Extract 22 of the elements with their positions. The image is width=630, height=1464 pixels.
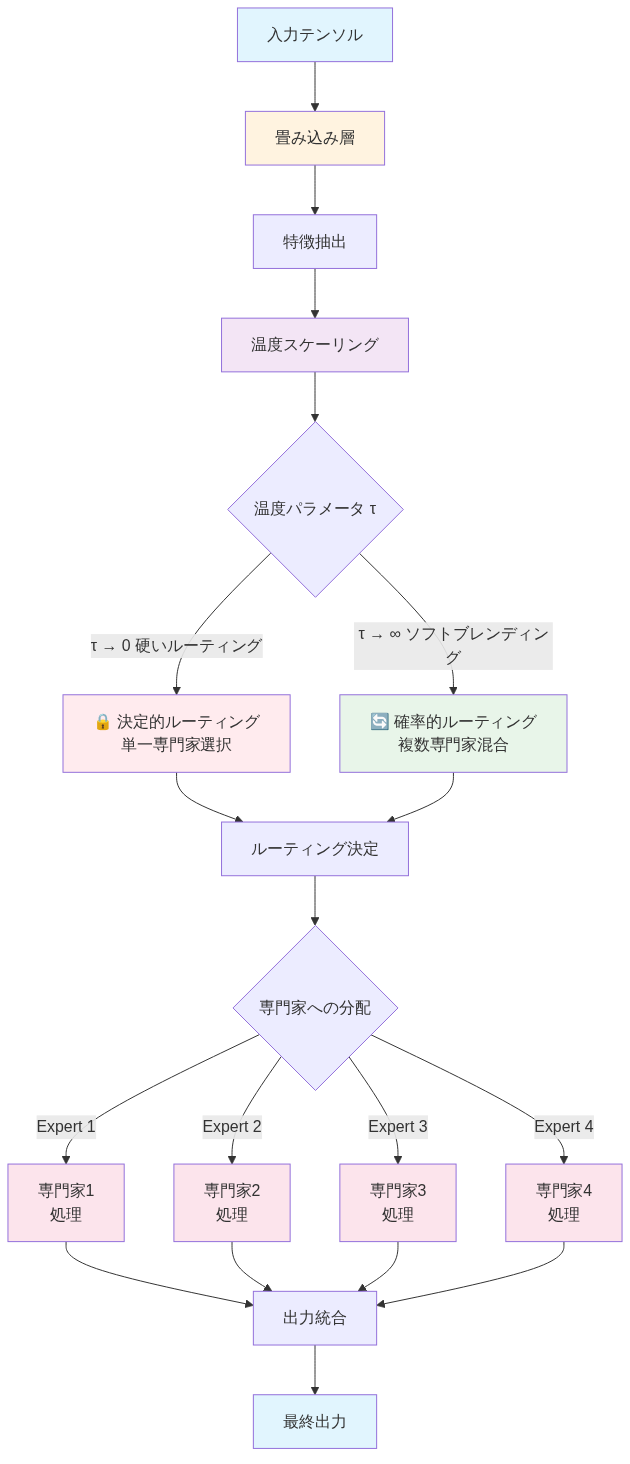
node-box: 特徴抽出 bbox=[252, 214, 378, 269]
node-box: 専門家3 処理 bbox=[339, 1163, 457, 1243]
edge-label: Expert 1 bbox=[36, 1118, 96, 1136]
node-box: 出力統合 bbox=[252, 1290, 378, 1346]
arrow bbox=[231, 1241, 273, 1292]
node-box: 専門家2 処理 bbox=[173, 1163, 291, 1243]
node-box: 専門家4 処理 bbox=[505, 1163, 623, 1243]
node-box: 🔄 確率的ルーティング 複数専門家混合 bbox=[339, 694, 568, 773]
node-box: 専門家1 処理 bbox=[7, 1163, 125, 1243]
edge-label: Expert 2 bbox=[202, 1118, 262, 1136]
edge-label: τ → 0 硬いルーティング bbox=[90, 637, 263, 654]
edge-label: τ → ∞ ソフトブレンディング bbox=[358, 625, 549, 666]
edge-label: Expert 3 bbox=[368, 1118, 428, 1136]
node-box: 畳み込み層 bbox=[244, 110, 386, 166]
node-box: ルーティング決定 bbox=[221, 821, 409, 877]
node-box: 入力テンソル bbox=[236, 7, 394, 63]
node-box: 🔒 決定的ルーティング 単一専門家選択 bbox=[62, 694, 291, 773]
edge-label: Expert 4 bbox=[534, 1118, 594, 1136]
node-diamond: 専門家への分配 bbox=[232, 924, 399, 1091]
node-box: 温度スケーリング bbox=[221, 317, 409, 373]
node-diamond: 温度パラメータ τ bbox=[227, 421, 404, 598]
node-box: 最終出力 bbox=[252, 1394, 378, 1449]
